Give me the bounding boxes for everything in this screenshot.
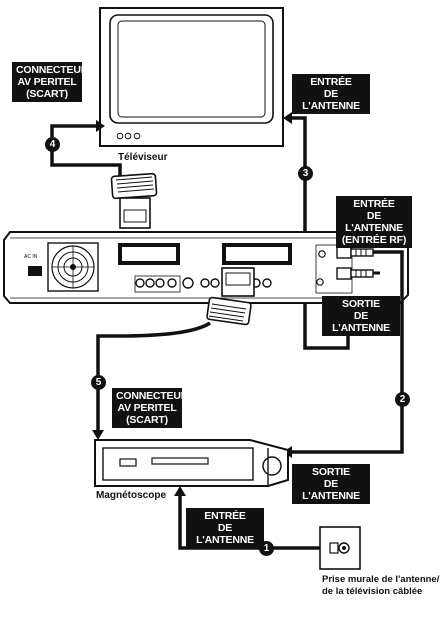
caption-ac-in: AC IN [24, 254, 38, 260]
cable-5 [96, 321, 211, 432]
television [99, 7, 284, 147]
cable-4 [50, 124, 122, 178]
recorder-rear-panel [3, 231, 409, 304]
scart-plug-bottom [206, 267, 255, 326]
caption-vcr: Magnétoscope [96, 490, 167, 501]
step-3-badge: 3 [298, 166, 313, 181]
step-5-badge: 5 [91, 375, 106, 390]
step-2-badge: 2 [395, 392, 410, 407]
scart-plug-top [110, 172, 158, 229]
rf-plugs [336, 246, 374, 280]
wall-socket [319, 526, 361, 570]
vcr [94, 439, 289, 487]
cable-2 [285, 250, 404, 454]
step-1-badge: 1 [259, 541, 274, 556]
caption-wall-socket: Prise murale de l'antenne/de la télévisi… [322, 574, 440, 597]
cable-1 [178, 492, 330, 550]
caption-television: Téléviseur [118, 152, 168, 163]
step-4-badge: 4 [45, 137, 60, 152]
